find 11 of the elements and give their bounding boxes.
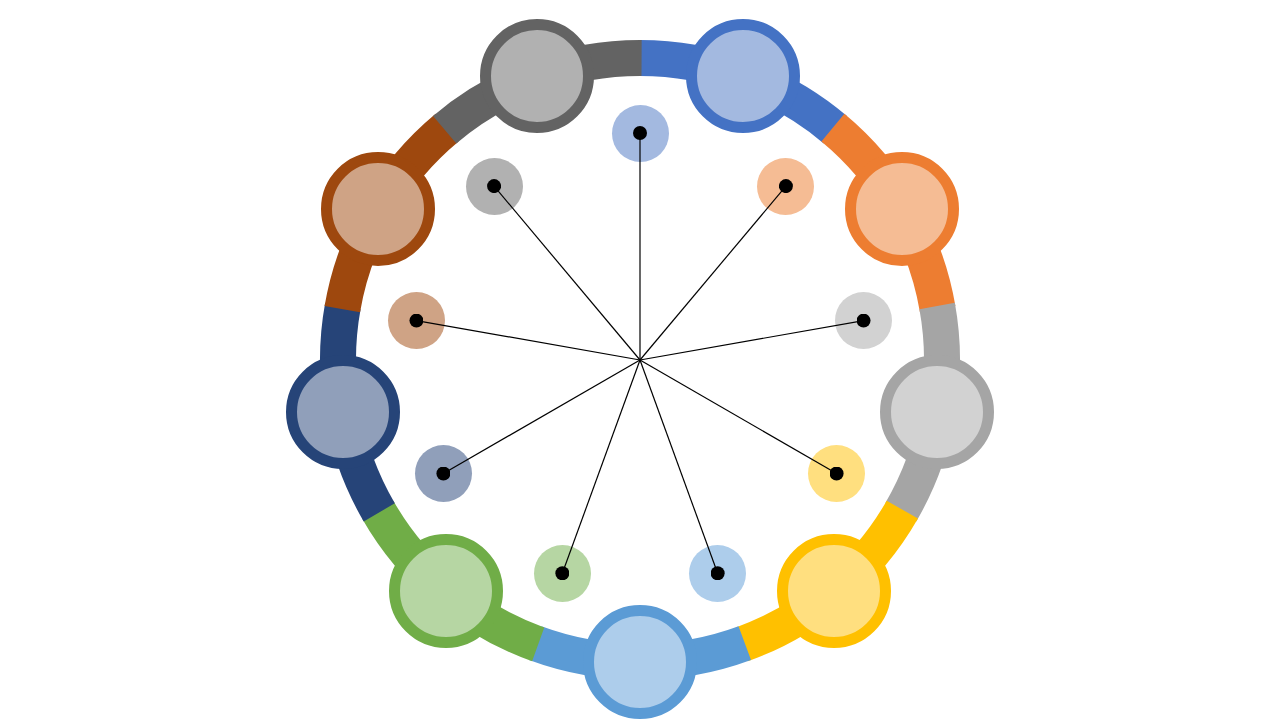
leader-line [409, 313, 641, 361]
spoke-circle [414, 445, 472, 502]
leader-line [487, 179, 641, 361]
leader-line [639, 313, 871, 361]
leader-line [639, 359, 725, 581]
leader-line [639, 179, 793, 361]
spoke-circle [808, 445, 866, 502]
leader-line [639, 359, 844, 481]
leader-line [436, 359, 641, 481]
leader-line [633, 126, 647, 361]
leader-line [555, 359, 641, 581]
